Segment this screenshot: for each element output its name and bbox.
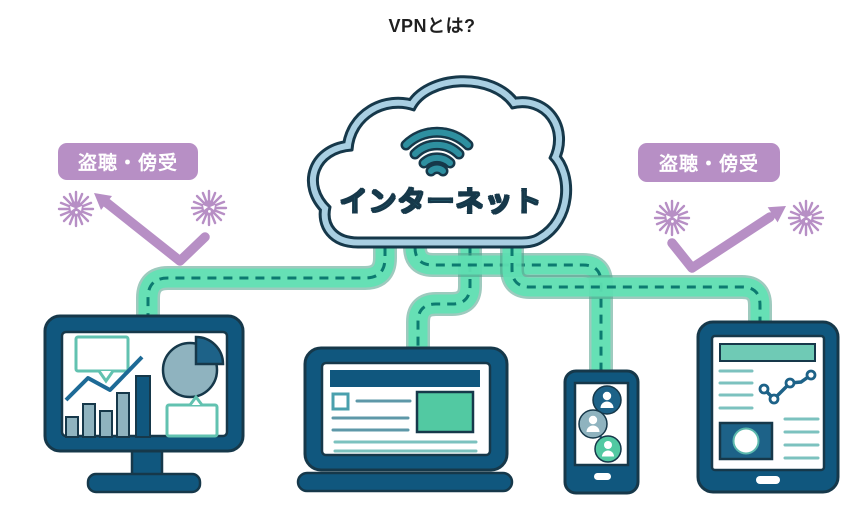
- threat-badge-left: 盗聴・傍受: [58, 143, 198, 180]
- pie-chart-icon: [161, 335, 225, 399]
- header-bar: [719, 343, 816, 362]
- dot-line-chart-icon: [758, 369, 817, 405]
- virus-icon: [190, 189, 228, 227]
- tablet-icon: [696, 320, 840, 494]
- eavesdrop-arrow-right: [667, 206, 786, 273]
- desktop-monitor-icon: [43, 314, 245, 494]
- speech-bubble-icon: [165, 394, 219, 438]
- vpn-tunnel-to-monitor: [136, 231, 397, 322]
- eavesdrop-arrow-left: [94, 193, 210, 266]
- smartphone-icon: [563, 369, 640, 495]
- internet-cloud: [306, 75, 573, 249]
- virus-icon: [57, 190, 95, 228]
- text-lines: [331, 399, 478, 453]
- video-player-icon: [718, 421, 774, 461]
- vpn-tunnel-to-laptop: [406, 231, 482, 353]
- home-button: [756, 476, 780, 484]
- line-chart-icon: [64, 355, 144, 402]
- threat-badge-right: 盗聴・傍受: [638, 143, 780, 182]
- text-lines: [718, 369, 754, 410]
- bar-chart-icon: [65, 375, 151, 438]
- home-button: [594, 473, 611, 480]
- virus-icon: [653, 199, 691, 237]
- header-bar: [330, 370, 480, 387]
- arrow-up-left-icon: [94, 193, 112, 210]
- wifi-icon: [400, 126, 474, 177]
- user-network-icon: [578, 385, 622, 463]
- virus-icon: [787, 199, 825, 237]
- internet-cloud-label: インターネット: [339, 185, 543, 217]
- page-title: VPNとは?: [388, 16, 476, 36]
- image-placeholder: [415, 390, 475, 434]
- text-lines: [783, 417, 820, 460]
- vpn-tunnel-to-tablet: [500, 231, 772, 330]
- laptop-icon: [296, 346, 514, 493]
- speech-bubble-icon: [74, 335, 130, 384]
- checkbox-icon: [331, 392, 350, 411]
- arrow-up-right-icon: [767, 206, 786, 223]
